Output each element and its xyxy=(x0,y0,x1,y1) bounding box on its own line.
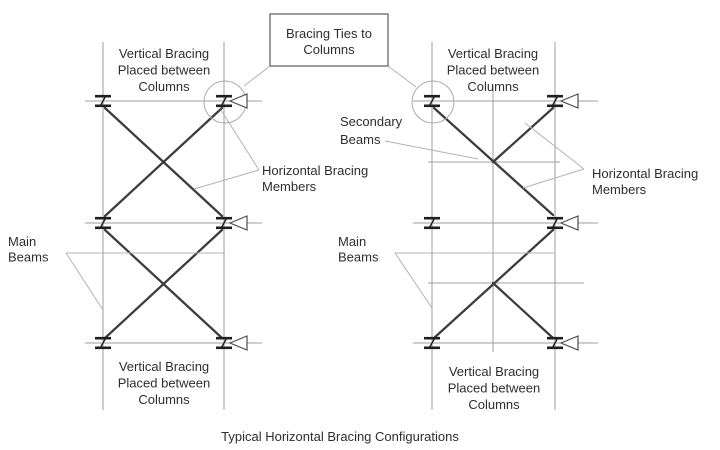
tie-arrow-icon xyxy=(559,93,579,109)
left-brace-top-panel-b xyxy=(103,106,224,218)
label-line: Vertical Bracing xyxy=(448,46,538,61)
label-line: Placed between xyxy=(118,376,211,391)
label-line: Columns xyxy=(468,397,520,412)
column-section-icons-right-frame xyxy=(424,94,563,350)
right-frame xyxy=(411,42,598,410)
horizontal-bracing-left-leader-a xyxy=(220,109,260,171)
callout-leader-right xyxy=(387,65,417,88)
column-section-icon xyxy=(547,216,563,230)
main-beams-right-leader-b xyxy=(394,252,433,309)
main-beams-left-leader-b xyxy=(65,252,104,311)
figure-caption: Typical Horizontal Bracing Configuration… xyxy=(221,429,459,444)
column-section-icon xyxy=(95,216,111,230)
label-line: Vertical Bracing xyxy=(449,364,539,379)
label-line: Beams xyxy=(340,132,381,147)
column-section-icon xyxy=(424,216,440,230)
label-line: Horizontal Bracing xyxy=(262,163,368,178)
callout-box-text-line2: Columns xyxy=(303,42,355,57)
label-line: Horizontal Bracing xyxy=(592,166,698,181)
vertical-bracing-label-right-bottom: Vertical Bracing Placed between Columns xyxy=(448,364,541,412)
label-line: Columns xyxy=(138,79,190,94)
label-line: Beams xyxy=(338,250,379,265)
column-section-icon xyxy=(216,94,232,108)
label-line: Secondary xyxy=(340,114,403,129)
label-line: Columns xyxy=(138,392,190,407)
label-line: Members xyxy=(262,179,317,194)
callout-box: Bracing Ties to Columns xyxy=(269,13,389,67)
column-section-icon xyxy=(216,216,232,230)
secondary-beams-leader xyxy=(384,140,479,160)
callout-box-frame xyxy=(269,13,389,67)
vertical-bracing-label-left-bottom: Vertical Bracing Placed between Columns xyxy=(118,359,211,407)
column-section-icons-left-frame xyxy=(95,94,232,350)
label-line: Placed between xyxy=(447,63,540,78)
callout-leader-left xyxy=(243,65,271,87)
right-brace-top-panel-half xyxy=(491,106,555,164)
bracing-tie-highlight-circle-right xyxy=(411,80,455,124)
tie-arrow-icon xyxy=(228,93,248,109)
tie-arrow-icon xyxy=(559,215,579,231)
label-line: Main xyxy=(8,234,36,249)
label-line: Vertical Bracing xyxy=(119,46,209,61)
callout-box-text-line1: Bracing Ties to xyxy=(286,26,372,41)
horizontal-bracing-left-leader-b xyxy=(193,169,260,190)
secondary-beams-label: Secondary Beams xyxy=(340,114,403,147)
horizontal-bracing-label-right: Horizontal Bracing Members xyxy=(592,166,698,197)
horizontal-bracing-right-leader-b xyxy=(522,168,585,189)
horizontal-bracing-right-leader-a xyxy=(524,122,585,170)
tie-arrow-icon xyxy=(559,335,579,351)
vertical-bracing-label-right-top: Vertical Bracing Placed between Columns xyxy=(447,46,540,94)
main-beams-label-left: Main Beams xyxy=(8,234,49,265)
label-line: Beams xyxy=(8,250,49,265)
label-line: Vertical Bracing xyxy=(119,359,209,374)
column-section-icon xyxy=(547,94,563,108)
right-brace-bottom-panel-half xyxy=(491,281,555,340)
column-section-icon xyxy=(95,336,111,350)
label-line: Members xyxy=(592,182,647,197)
main-beams-label-right: Main Beams xyxy=(338,234,379,265)
column-section-icon xyxy=(424,94,440,108)
vertical-bracing-label-left-top: Vertical Bracing Placed between Columns xyxy=(118,46,211,94)
column-section-icon xyxy=(95,94,111,108)
horizontal-bracing-label-left: Horizontal Bracing Members xyxy=(262,163,368,194)
left-brace-bottom-panel-b xyxy=(103,228,224,340)
leader-lines xyxy=(65,65,585,311)
label-line: Placed between xyxy=(118,63,211,78)
tie-arrow-icon xyxy=(228,215,248,231)
column-section-icon xyxy=(216,336,232,350)
text-labels: Vertical Bracing Placed between Columns … xyxy=(8,46,698,444)
label-line: Placed between xyxy=(448,381,541,396)
column-section-icon xyxy=(547,336,563,350)
column-section-icon xyxy=(424,336,440,350)
label-line: Columns xyxy=(467,79,519,94)
tie-arrow-icon xyxy=(228,335,248,351)
left-frame xyxy=(85,42,262,410)
label-line: Main xyxy=(338,234,366,249)
